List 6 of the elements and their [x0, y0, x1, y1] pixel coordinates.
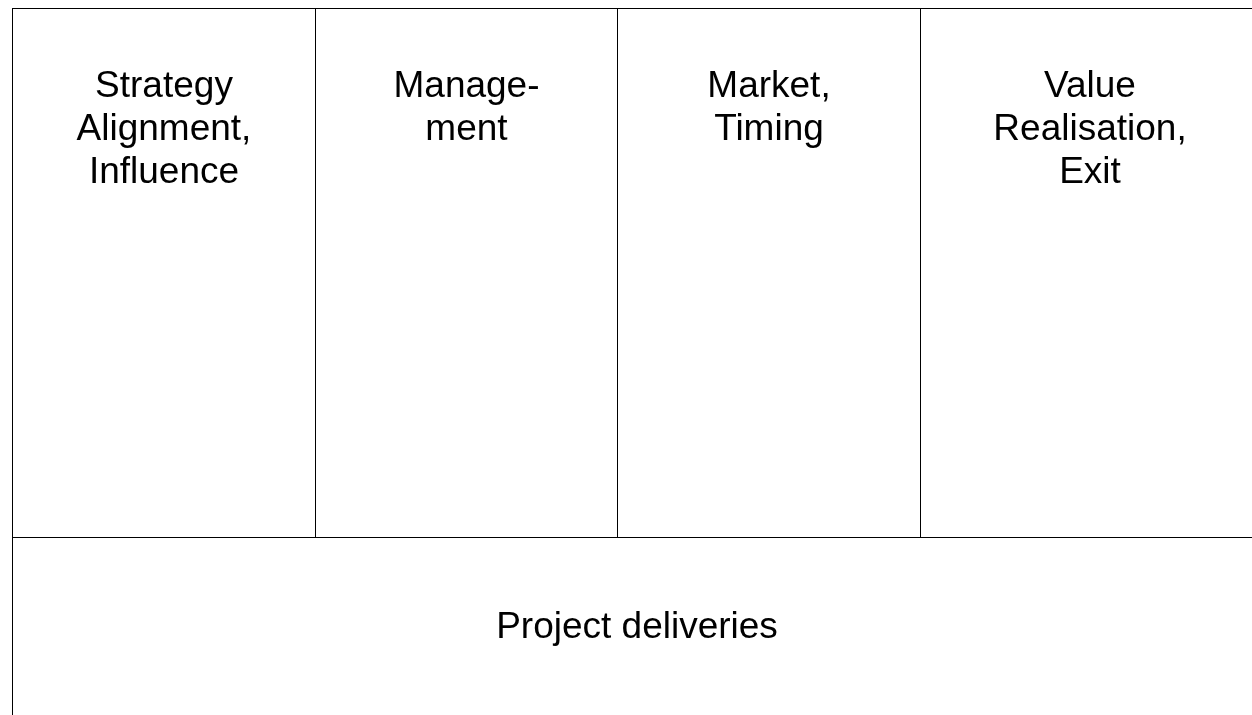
- band-label: Project deliveries: [495, 604, 779, 647]
- column-heading: Value Realisation, Exit: [992, 63, 1188, 192]
- column-heading: Market, Timing: [706, 63, 832, 149]
- column-heading: Manage-ment: [392, 63, 541, 149]
- column-box: [12, 8, 316, 538]
- column-heading: Strategy Alignment, Influence: [75, 63, 253, 192]
